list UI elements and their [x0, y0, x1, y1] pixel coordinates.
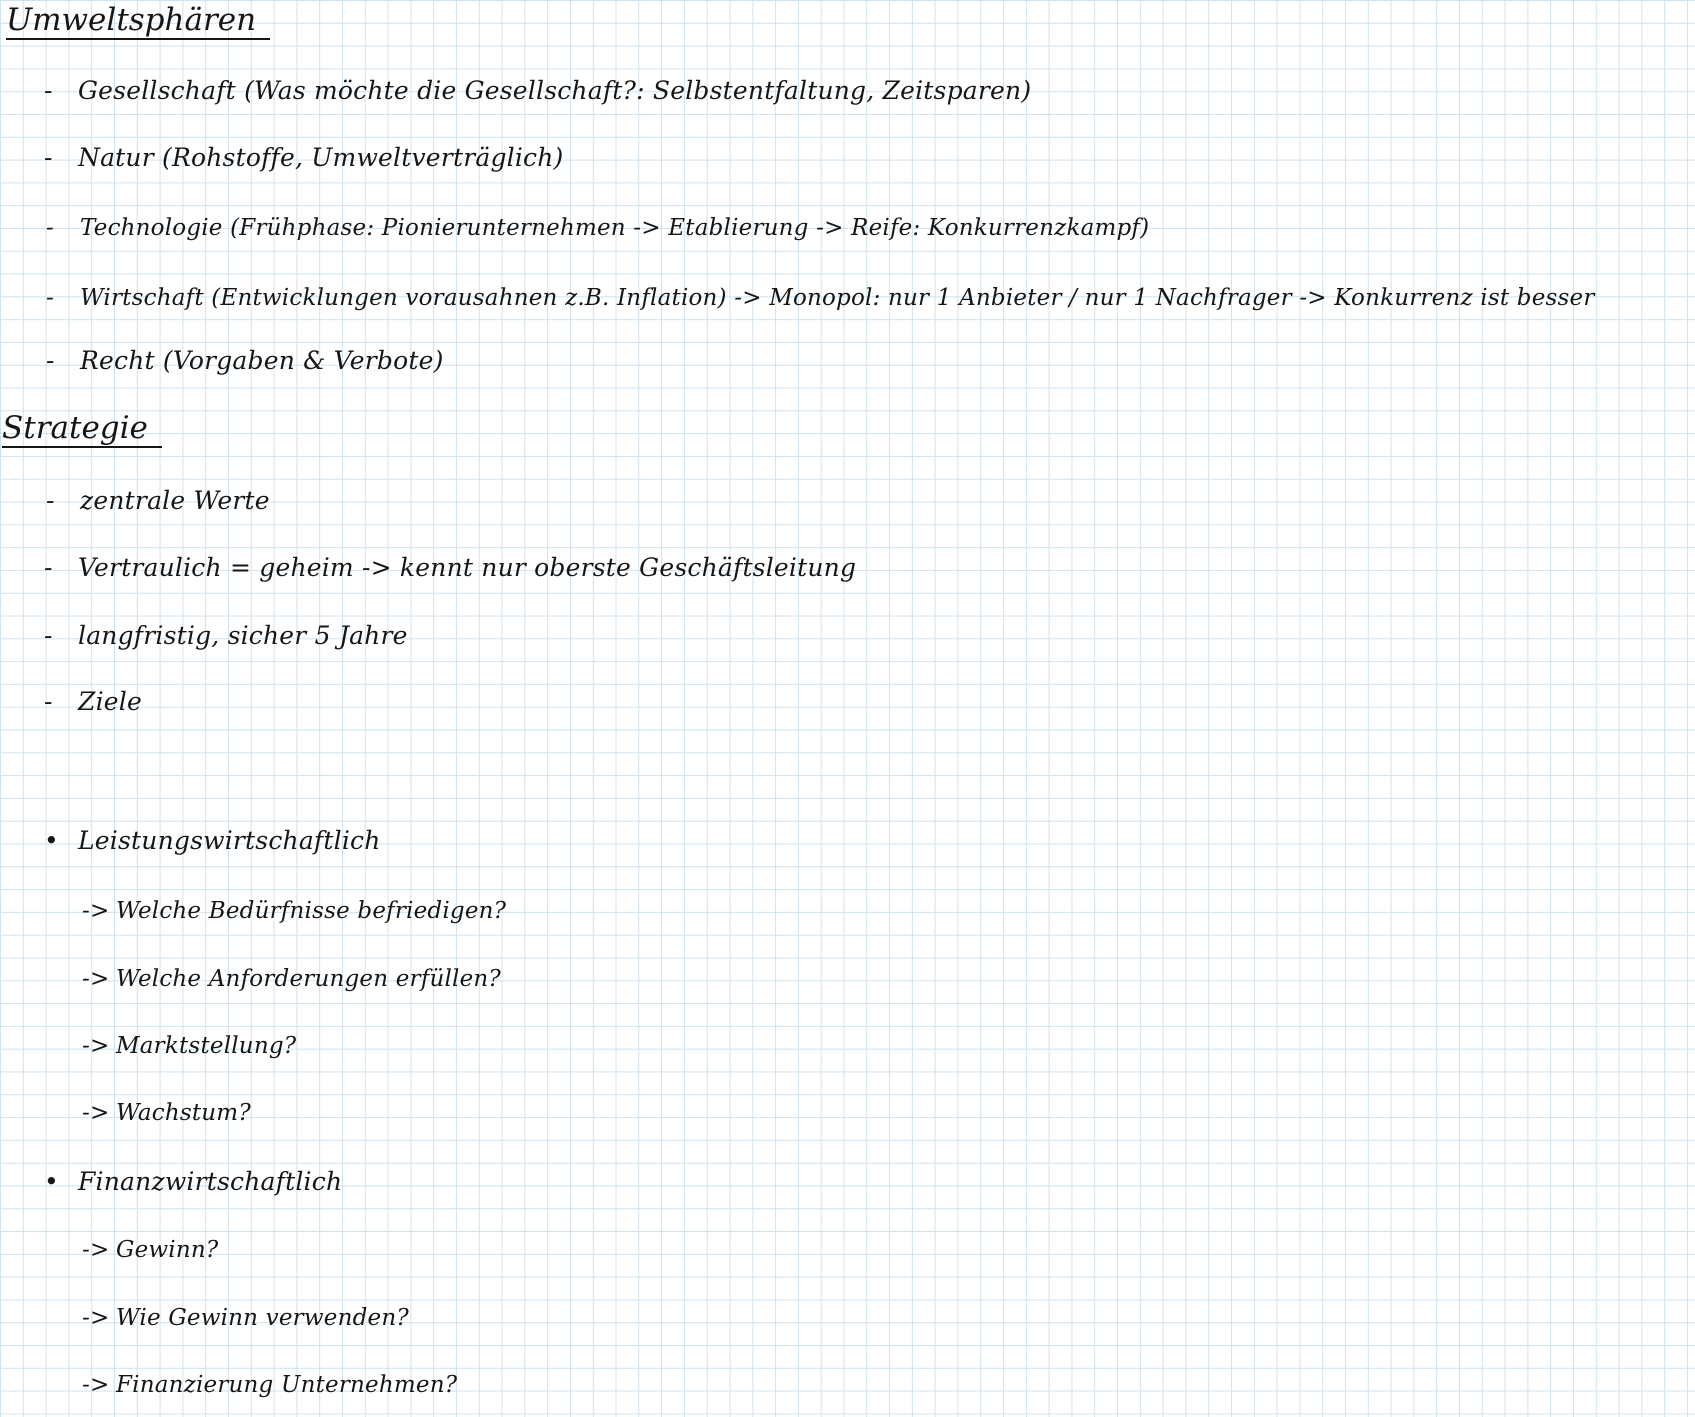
- list-item: -langfristig, sicher 5 Jahre: [44, 621, 408, 651]
- dash-marker: -: [46, 486, 55, 515]
- dash-marker: -: [44, 76, 53, 105]
- list-item-text: zentrale Werte: [80, 486, 270, 515]
- bullet-marker: •: [44, 1167, 59, 1196]
- list-item-text: Natur (Rohstoffe, Umweltverträglich): [78, 143, 564, 172]
- dash-marker: -: [44, 553, 53, 582]
- question-item: ->Wie Gewinn verwenden?: [82, 1303, 409, 1333]
- list-item-text: Technologie (Frühphase: Pionierunternehm…: [80, 215, 1150, 241]
- dash-marker: -: [46, 346, 55, 375]
- question-text: Gewinn?: [116, 1237, 219, 1263]
- list-item-text: Gesellschaft (Was möchte die Gesellschaf…: [78, 76, 1032, 105]
- list-item-text: Recht (Vorgaben & Verbote): [80, 346, 444, 375]
- question-text: Finanzierung Unternehmen?: [116, 1372, 458, 1398]
- list-item: -Vertraulich = geheim -> kennt nur obers…: [44, 553, 856, 583]
- question-text: Welche Anforderungen erfüllen?: [116, 966, 501, 992]
- list-item: -Gesellschaft (Was möchte die Gesellscha…: [44, 76, 1031, 106]
- dash-marker: -: [44, 621, 53, 650]
- list-item: -Natur (Rohstoffe, Umweltverträglich): [44, 143, 564, 173]
- question-item: ->Wachstum?: [82, 1098, 251, 1128]
- dash-marker: -: [44, 687, 53, 716]
- list-item-text: langfristig, sicher 5 Jahre: [78, 621, 408, 650]
- question-item: ->Finanzierung Unternehmen?: [82, 1370, 457, 1400]
- dash-marker: -: [46, 215, 54, 241]
- section-heading-strategie: Strategie: [2, 410, 162, 448]
- question-text: Marktstellung?: [116, 1033, 297, 1059]
- arrow-marker: ->: [82, 1033, 110, 1059]
- list-item-text: Wirtschaft (Entwicklungen vorausahnen z.…: [80, 285, 1595, 311]
- list-item-text: Ziele: [78, 687, 142, 716]
- question-item: ->Welche Anforderungen erfüllen?: [82, 964, 501, 994]
- question-item: ->Marktstellung?: [82, 1031, 296, 1061]
- bullet-heading-text: Leistungswirtschaftlich: [78, 826, 381, 855]
- question-item: ->Welche Bedürfnisse befriedigen?: [82, 896, 506, 926]
- arrow-marker: ->: [82, 1305, 110, 1331]
- bullet-heading-text: Finanzwirtschaftlich: [78, 1167, 343, 1196]
- bullet-heading: • Leistungswirtschaftlich: [44, 826, 381, 856]
- arrow-marker: ->: [82, 1100, 110, 1126]
- arrow-marker: ->: [82, 1237, 110, 1263]
- question-text: Welche Bedürfnisse befriedigen?: [116, 898, 507, 924]
- arrow-marker: ->: [82, 966, 110, 992]
- list-item: -Technologie (Frühphase: Pionierunterneh…: [46, 213, 1149, 243]
- dash-marker: -: [46, 285, 54, 311]
- question-text: Wachstum?: [116, 1100, 251, 1126]
- question-item: ->Gewinn?: [82, 1235, 218, 1265]
- arrow-marker: ->: [82, 1372, 110, 1398]
- bullet-marker: •: [44, 826, 59, 855]
- list-item: -Wirtschaft (Entwicklungen vorausahnen z…: [46, 283, 1595, 313]
- question-text: Wie Gewinn verwenden?: [116, 1305, 409, 1331]
- list-item-text: Vertraulich = geheim -> kennt nur oberst…: [78, 553, 857, 582]
- list-item: -Ziele: [44, 687, 142, 717]
- list-item: -zentrale Werte: [46, 486, 270, 516]
- list-item: -Recht (Vorgaben & Verbote): [46, 346, 444, 376]
- arrow-marker: ->: [82, 898, 110, 924]
- dash-marker: -: [44, 143, 53, 172]
- section-heading-umweltsphaeren: Umweltsphären: [6, 2, 271, 40]
- bullet-heading: • Finanzwirtschaftlich: [44, 1167, 342, 1197]
